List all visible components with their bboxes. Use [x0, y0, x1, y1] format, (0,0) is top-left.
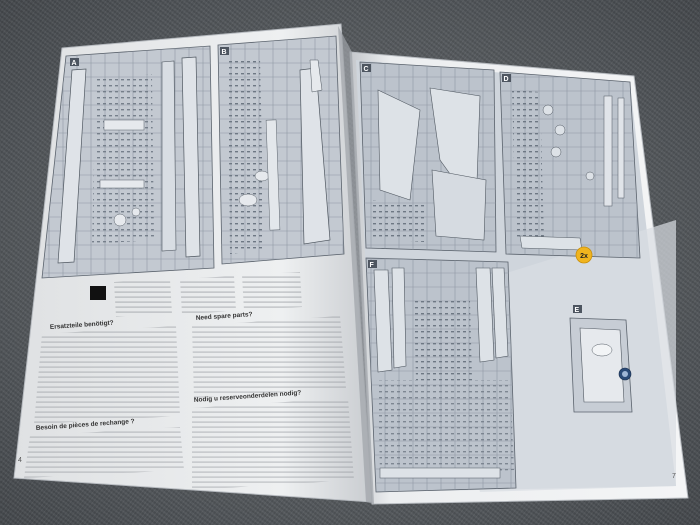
sprue-panel-e: E	[569, 305, 633, 413]
panel-label-a: A	[72, 60, 77, 67]
panel-label-b: B	[222, 49, 227, 56]
parts-legend	[90, 272, 302, 317]
right-page-number: 7	[672, 473, 676, 480]
left-page: 4 A B	[13, 23, 373, 503]
quantity-badge: 2x	[575, 246, 593, 264]
panel-label-e: E	[575, 307, 580, 314]
sprue-panel-c: C	[359, 61, 497, 253]
panel-label-c: C	[364, 66, 369, 73]
sprue-panel-b: B	[217, 35, 345, 265]
badge-text: 2x	[580, 253, 588, 260]
panel-label-f: F	[370, 262, 375, 269]
panel-label-d: D	[504, 76, 509, 83]
sprue-panel-a: A	[41, 45, 215, 279]
sprue-panel-f: F	[365, 257, 517, 493]
sprue-panel-d: D	[499, 71, 641, 259]
right-page: 7 C D	[349, 51, 689, 505]
heading-spare-parts-de: Ersatzteile benötigt?	[50, 320, 114, 331]
left-page-number: 4	[18, 457, 22, 464]
booklet-spine	[338, 26, 374, 504]
heading-spare-parts-en: Need spare parts?	[196, 311, 253, 322]
